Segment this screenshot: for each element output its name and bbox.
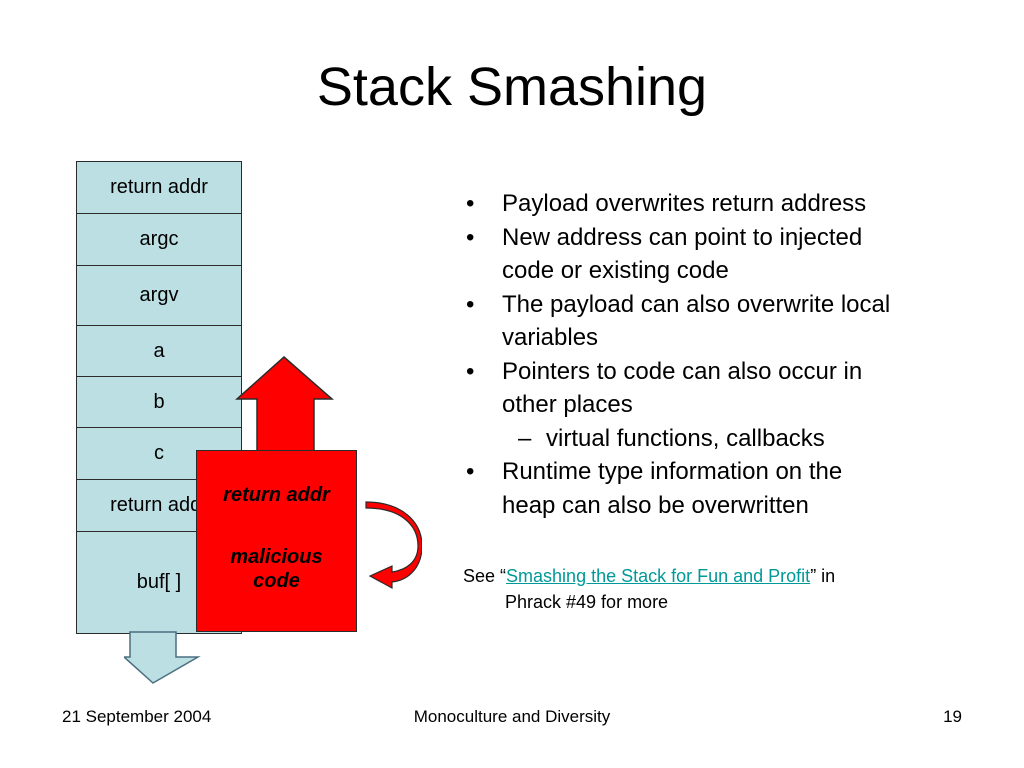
reference-note: See “Smashing the Stack for Fun and Prof… [463,563,983,615]
payload-malicious-code: malicious code [197,545,356,593]
stack-cell-b: b [77,377,241,428]
stack-cell-c: c [77,428,241,480]
stack-cell-return-addr: return addr [77,162,241,214]
curved-redirect-arrow-icon [365,501,422,590]
payload-code-line1: malicious [230,546,323,568]
footer-title: Monoculture and Diversity [413,707,611,726]
bullet-text: Pointers to code can also occur in [502,357,863,385]
bullet-marker: • [466,290,475,318]
reference-link[interactable]: Smashing the Stack for Fun and Profit [506,566,811,586]
bullet-item: • The payload can also overwrite local v… [460,288,980,355]
bullet-text: Payload overwrites return address [502,190,867,217]
sub-bullet-item: – virtual functions, callbacks [460,422,980,456]
slide-title: Stack Smashing [316,57,708,117]
sub-bullet-text: virtual functions, callbacks [546,424,825,452]
payload-return-addr: return addr [223,484,330,506]
bullet-text-cont: code or existing code [502,257,729,284]
bullet-list: • Payload overwrites return address • Ne… [460,187,980,522]
bullet-text-cont: other places [502,391,633,418]
footer-date: 21 September 2004 [62,707,212,726]
bullet-text-cont: variables [502,324,599,351]
footer-page-number: 19 [943,707,962,726]
bullet-marker: • [466,357,475,385]
bullet-text: The payload can also overwrite local [502,290,891,318]
bullet-item: • Payload overwrites return address [460,187,980,221]
bullet-text: New address can point to injected [502,223,863,251]
sub-bullet-marker: – [518,424,532,452]
payload-block: return addr malicious code [196,450,357,632]
bullet-marker: • [466,458,475,485]
reference-prefix: See “ [463,566,507,586]
bullet-item: • Pointers to code can also occur in oth… [460,355,980,422]
bullet-item: • New address can point to injected code… [460,221,980,288]
stack-cell-a: a [77,326,241,377]
bullet-text-cont: heap can also be overwritten [502,491,809,519]
overwrite-arrow-icon [235,355,334,454]
stack-cell-argv: argv [77,266,241,326]
bullet-text: Runtime type information on the [502,458,843,485]
stack-growth-arrow-icon [124,631,201,684]
stack-cell-return-addr-2: return addr [77,480,241,532]
bullet-marker: • [466,190,475,217]
reference-suffix: ” in [810,566,836,586]
stack-cell-argc: argc [77,214,241,266]
reference-line2: Phrack #49 for more [505,592,669,612]
bullet-item: • Runtime type information on the heap c… [460,455,980,522]
payload-code-line2: code [253,570,300,592]
bullet-marker: • [466,223,475,251]
